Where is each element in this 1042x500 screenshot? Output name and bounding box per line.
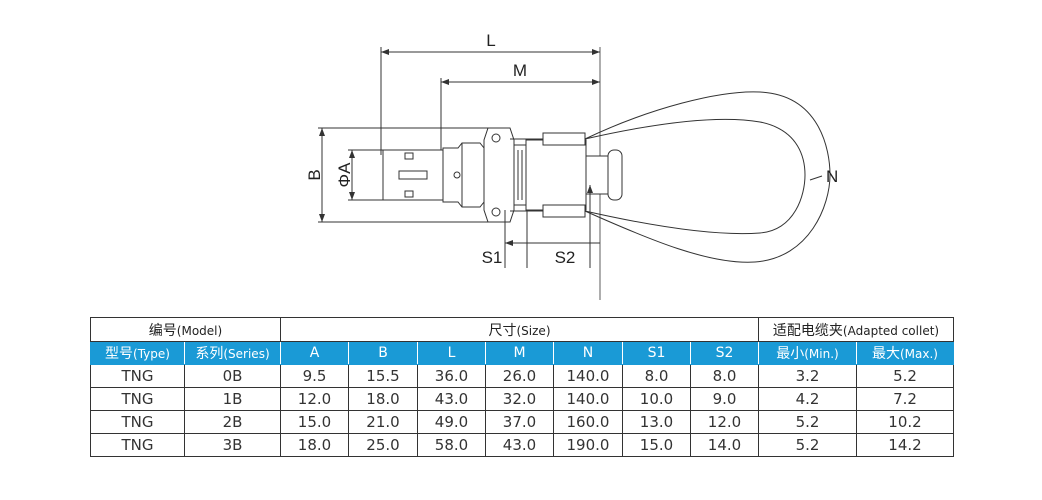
dim-label-M: M bbox=[513, 61, 527, 80]
table-cell: 37.0 bbox=[485, 410, 554, 434]
table-row: TNG 0B 9.5 15.5 36.0 26.0 140.0 8.0 8.0 … bbox=[90, 364, 955, 388]
table-cell: 26.0 bbox=[485, 364, 554, 388]
col-header-series: 系列(Series) bbox=[184, 341, 281, 365]
col-header-N: N bbox=[553, 341, 623, 365]
group-header-row: 编号(Model) 尺寸(Size) 适配电缆夹(Adapted collet) bbox=[90, 317, 955, 342]
group-header-model: 编号(Model) bbox=[90, 317, 281, 342]
table-cell: 3.2 bbox=[758, 364, 857, 388]
table-cell: 140.0 bbox=[553, 387, 623, 411]
connector-drawing: L M B ΦA N S1 S2 bbox=[305, 31, 838, 300]
table-cell: 4.2 bbox=[758, 387, 857, 411]
col-header-L: L bbox=[417, 341, 486, 365]
dim-label-B: B bbox=[305, 169, 324, 180]
table-cell: 15.5 bbox=[348, 364, 418, 388]
table-cell: 18.0 bbox=[348, 387, 418, 411]
table-cell: TNG bbox=[90, 433, 185, 457]
col-header-S1: S1 bbox=[622, 341, 691, 365]
table-cell: 14.2 bbox=[855, 433, 955, 457]
dim-label-N: N bbox=[826, 167, 838, 186]
dim-label-S2: S2 bbox=[555, 248, 576, 267]
table-cell: 21.0 bbox=[348, 410, 418, 434]
table-cell: 7.2 bbox=[855, 387, 955, 411]
col-header-B: B bbox=[348, 341, 418, 365]
table-cell: TNG bbox=[90, 410, 185, 434]
table-cell: 43.0 bbox=[485, 433, 554, 457]
table-cell: 8.0 bbox=[622, 364, 691, 388]
spec-table: 编号(Model) 尺寸(Size) 适配电缆夹(Adapted collet)… bbox=[90, 317, 955, 457]
table-cell: 2B bbox=[184, 410, 281, 434]
dim-label-S1: S1 bbox=[482, 248, 503, 267]
table-cell: 140.0 bbox=[553, 364, 623, 388]
table-cell: 12.0 bbox=[690, 410, 759, 434]
col-header-type: 型号(Type) bbox=[90, 341, 185, 365]
table-cell: 5.2 bbox=[855, 364, 955, 388]
table-cell: 25.0 bbox=[348, 433, 418, 457]
col-header-min: 最小(Min.) bbox=[758, 341, 857, 365]
table-cell: 32.0 bbox=[485, 387, 554, 411]
group-header-collet: 适配电缆夹(Adapted collet) bbox=[757, 317, 955, 342]
table-cell: TNG bbox=[90, 364, 185, 388]
table-cell: 14.0 bbox=[690, 433, 759, 457]
table-cell: 12.0 bbox=[280, 387, 349, 411]
table-row: TNG 2B 15.0 21.0 49.0 37.0 160.0 13.0 12… bbox=[90, 410, 955, 434]
table-cell: 13.0 bbox=[622, 410, 691, 434]
col-header-S2: S2 bbox=[690, 341, 759, 365]
table-cell: 1B bbox=[184, 387, 281, 411]
table-row: TNG 3B 18.0 25.0 58.0 43.0 190.0 15.0 14… bbox=[90, 433, 955, 457]
group-header-size: 尺寸(Size) bbox=[280, 317, 759, 342]
table-cell: 43.0 bbox=[417, 387, 486, 411]
table-cell: 9.0 bbox=[690, 387, 759, 411]
col-header-max: 最大(Max.) bbox=[855, 341, 955, 365]
table-cell: 160.0 bbox=[553, 410, 623, 434]
table-cell: 190.0 bbox=[553, 433, 623, 457]
table-cell: 15.0 bbox=[622, 433, 691, 457]
table-cell: 0B bbox=[184, 364, 281, 388]
dim-label-phiA: ΦA bbox=[335, 162, 354, 188]
table-cell: 8.0 bbox=[690, 364, 759, 388]
table-cell: 10.0 bbox=[622, 387, 691, 411]
table-cell: 36.0 bbox=[417, 364, 486, 388]
table-cell: 18.0 bbox=[280, 433, 349, 457]
col-header-M: M bbox=[485, 341, 554, 365]
table-cell: 10.2 bbox=[855, 410, 955, 434]
table-cell: 15.0 bbox=[280, 410, 349, 434]
table-row: TNG 1B 12.0 18.0 43.0 32.0 140.0 10.0 9.… bbox=[90, 387, 955, 411]
table-cell: 58.0 bbox=[417, 433, 486, 457]
table-cell: 9.5 bbox=[280, 364, 349, 388]
table-cell: 5.2 bbox=[758, 433, 857, 457]
dim-label-L: L bbox=[486, 31, 495, 50]
table-cell: 49.0 bbox=[417, 410, 486, 434]
table-cell: TNG bbox=[90, 387, 185, 411]
col-header-A: A bbox=[280, 341, 349, 365]
table-cell: 5.2 bbox=[758, 410, 857, 434]
column-header-row: 型号(Type) 系列(Series) A B L M N S1 S2 最小(M… bbox=[90, 341, 955, 365]
table-cell: 3B bbox=[184, 433, 281, 457]
